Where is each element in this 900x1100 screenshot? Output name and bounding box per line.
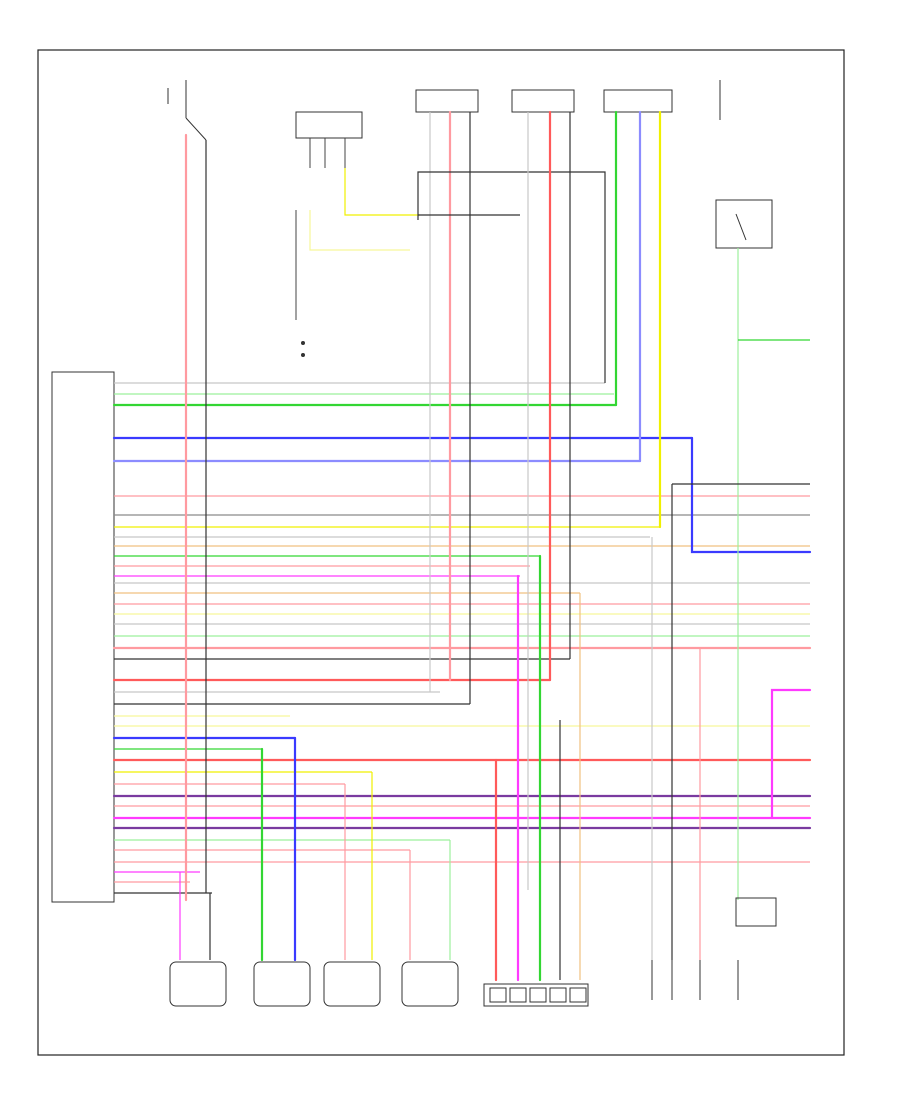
sensor-connector-3 <box>603 89 673 113</box>
sensor-connector-1 <box>415 89 479 113</box>
bottom-speed-sensors <box>169 961 459 1007</box>
sensor-connector-2 <box>511 89 575 113</box>
bottom-right-switches <box>651 897 777 1000</box>
diagram-frame <box>37 49 845 1056</box>
control-module-block <box>51 371 115 903</box>
speed-sensor-4 <box>401 961 459 1007</box>
ground-dot-2 <box>301 353 305 357</box>
vertical-wires <box>179 110 812 982</box>
speed-sensor-2 <box>253 961 311 1007</box>
ecu-wires <box>112 382 812 894</box>
ground-dot-1 <box>301 341 305 345</box>
fuse-top-left <box>167 80 207 141</box>
speed-sensor-3 <box>323 961 381 1007</box>
bottom-connector <box>483 983 589 1007</box>
switch-box-right <box>715 199 773 249</box>
speed-sensor-1 <box>169 961 227 1007</box>
relay-box-upper-left <box>295 111 363 139</box>
